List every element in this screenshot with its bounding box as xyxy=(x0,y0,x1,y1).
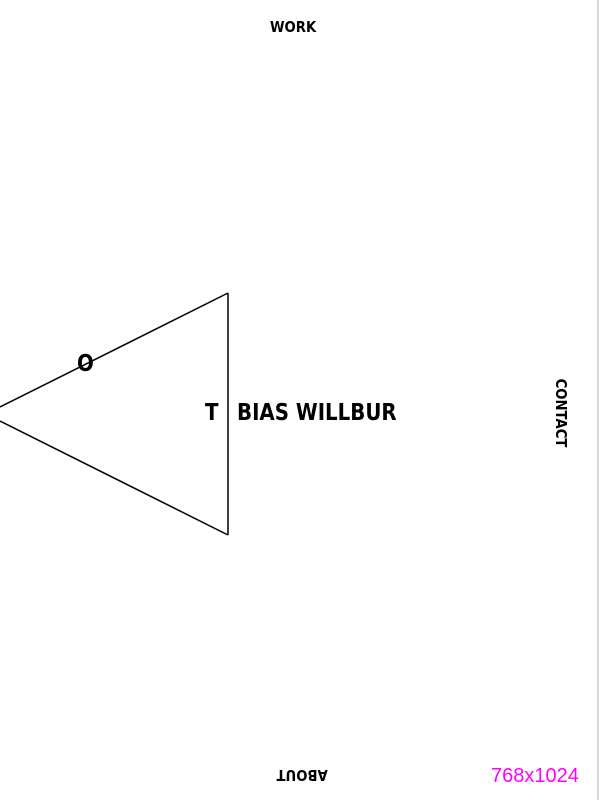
nav-link-about[interactable]: ABOUT xyxy=(276,766,328,784)
triangle-bottom-edge xyxy=(0,420,229,536)
logo-letter-o: O xyxy=(77,351,94,377)
logo-letter-t: T xyxy=(205,400,219,426)
triangle-top-edge xyxy=(0,292,229,408)
logo-triangle xyxy=(0,292,229,536)
nav-link-contact[interactable]: CONTACT xyxy=(552,378,571,448)
logo-name-text: BIAS WILLBUR xyxy=(237,400,397,426)
viewport-size-label: 768x1024 xyxy=(491,765,579,787)
right-edge-rule xyxy=(597,0,599,800)
nav-link-work[interactable]: WORK xyxy=(270,18,317,36)
